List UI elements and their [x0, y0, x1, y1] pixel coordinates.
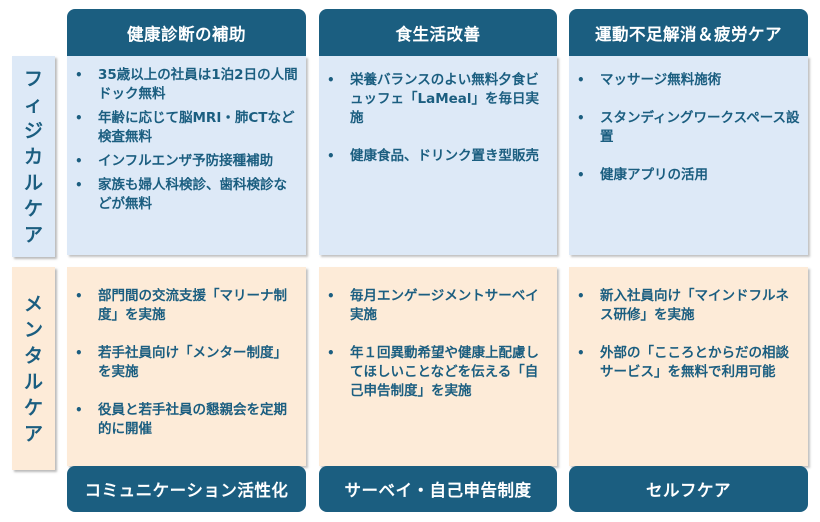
- list-item: 家族も婦人科検診、歯科検診などが無料: [75, 176, 300, 214]
- row-label-char: ル: [23, 171, 43, 194]
- row-label-char: タ: [23, 344, 43, 367]
- list-item: 新入社員向け「マインドフルネス研修」を実施: [577, 287, 802, 325]
- list-item: 35歳以上の社員は1泊2日の人間ドック無料: [75, 66, 300, 104]
- list-item: 年齢に応じて脳MRI・肺CTなど検査無料: [75, 109, 300, 147]
- list-item: 部門間の交流支援「マリーナ制度」を実施: [75, 287, 300, 325]
- header-diet-improvement: 食生活改善: [319, 9, 557, 56]
- row-label-mental-care: メ ン タ ル ケ ア: [12, 267, 55, 470]
- row-label-char: ア: [23, 422, 43, 445]
- row-label-char: ル: [23, 370, 43, 393]
- panel-physical-exercise: マッサージ無料施術 スタンディングワークスペース設置 健康アプリの活用: [569, 56, 808, 255]
- list-item: 若手社員向け「メンター制度」を実施: [75, 344, 300, 382]
- row-label-char: フ: [23, 67, 43, 90]
- row-label-char: ジ: [23, 119, 43, 142]
- panel-mental-communication: 部門間の交流支援「マリーナ制度」を実施 若手社員向け「メンター制度」を実施 役員…: [67, 267, 306, 466]
- footer-communication: コミュニケーション活性化: [67, 466, 306, 512]
- list-item: 栄養バランスのよい無料夕食ビュッフェ「LaMeal」を毎日実施: [327, 71, 551, 128]
- row-label-char: ア: [23, 223, 43, 246]
- list-item: 役員と若手社員の懇親会を定期的に開催: [75, 401, 300, 439]
- panel-mental-selfcare: 新入社員向け「マインドフルネス研修」を実施 外部の「こころとからだの相談サービス…: [569, 267, 808, 466]
- panel-physical-diet: 栄養バランスのよい無料夕食ビュッフェ「LaMeal」を毎日実施 健康食品、ドリン…: [319, 56, 557, 255]
- list-item: 外部の「こころとからだの相談サービス」を無料で利用可能: [577, 344, 802, 382]
- header-health-checkup: 健康診断の補助: [67, 9, 306, 56]
- footer-self-care: セルフケア: [569, 466, 808, 512]
- row-label-char: ケ: [23, 396, 43, 419]
- row-label-char: カ: [23, 145, 43, 168]
- row-label-char: メ: [23, 292, 43, 315]
- row-label-char: ン: [23, 318, 43, 341]
- list-item: マッサージ無料施術: [577, 71, 802, 90]
- list-item: 毎月エンゲージメントサーベイ実施: [327, 287, 551, 325]
- row-label-char: ィ: [23, 93, 43, 116]
- row-label-physical-care: フ ィ ジ カ ル ケ ア: [12, 56, 55, 257]
- row-label-char: ケ: [23, 197, 43, 220]
- list-item: スタンディングワークスペース設置: [577, 109, 802, 147]
- list-item: 健康食品、ドリンク置き型販売: [327, 147, 551, 166]
- footer-survey-self-report: サーベイ・自己申告制度: [319, 466, 557, 512]
- header-exercise-fatigue-care: 運動不足解消＆疲労ケア: [569, 9, 808, 56]
- list-item: 年１回異動希望や健康上配慮してほしいことなどを伝える「自己申告制度」を実施: [327, 344, 551, 401]
- list-item: インフルエンザ予防接種補助: [75, 152, 300, 171]
- list-item: 健康アプリの活用: [577, 166, 802, 185]
- panel-physical-health-checkup: 35歳以上の社員は1泊2日の人間ドック無料 年齢に応じて脳MRI・肺CTなど検査…: [67, 56, 306, 255]
- panel-mental-survey: 毎月エンゲージメントサーベイ実施 年１回異動希望や健康上配慮してほしいことなどを…: [319, 267, 557, 466]
